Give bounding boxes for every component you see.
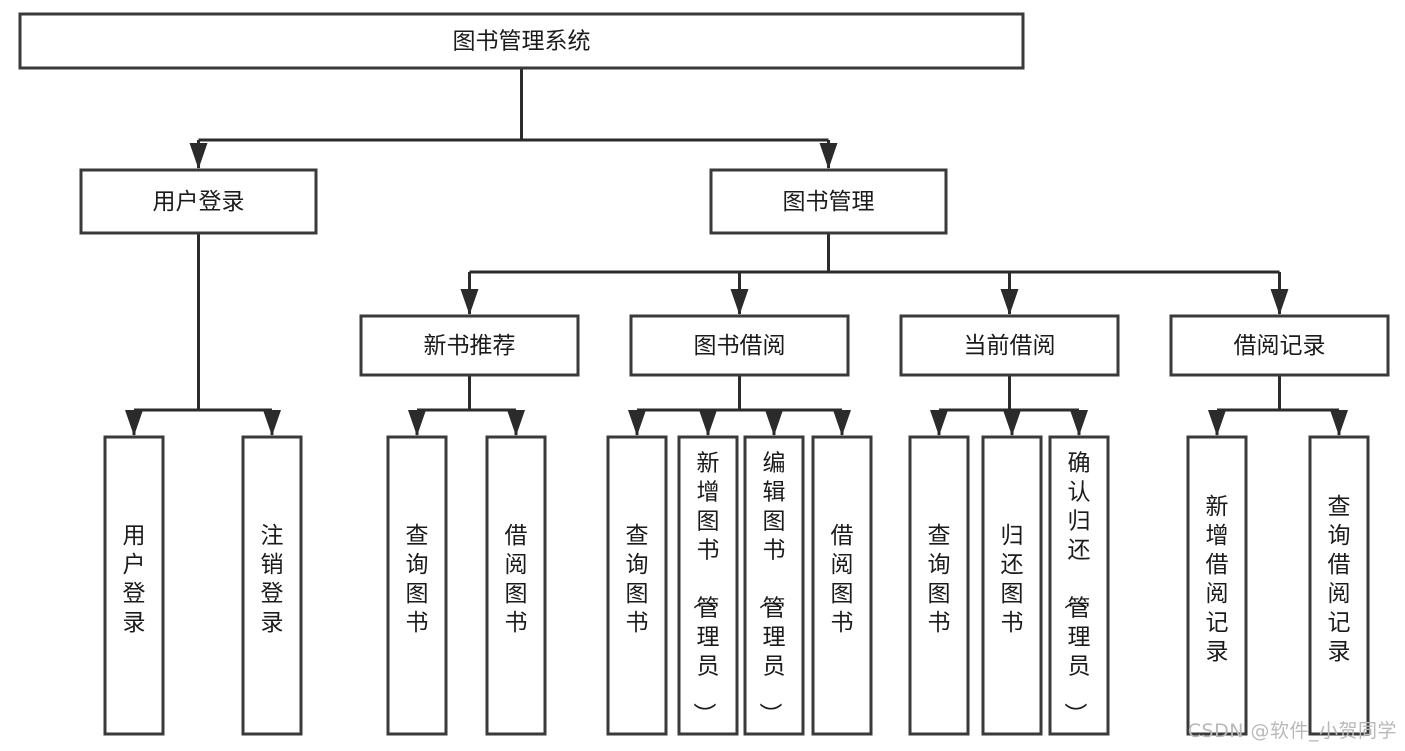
node-label: 新书推荐 [424,333,516,359]
node-label: 注销登录 [261,523,284,636]
arrow-head-icon [1000,289,1019,315]
node-查询图书-leaf-4[interactable]: 查询图书 [606,435,668,736]
arrow-head-icon [1270,289,1289,315]
node-用户登录-leaf-0[interactable]: 用户登录 [103,435,165,736]
node-label: 图书管理 [783,189,875,215]
arrow-head-icon [125,410,143,436]
arrow-head-icon [1070,410,1088,436]
node-layer: 图书管理系统用户登录图书管理新书推荐图书借阅当前借阅借阅记录用户登录注销登录查询… [18,12,1390,736]
arrow-head-icon [930,410,948,436]
arrow-head-icon [730,289,749,315]
node-查询图书-leaf-8[interactable]: 查询图书 [908,435,970,736]
node-label: 用户登录 [153,189,245,215]
connector-layer [125,68,1348,436]
arrow-head-icon [1003,410,1021,436]
node-label: 查询图书 [406,523,429,636]
arrow-head-icon [189,143,208,169]
arrow-head-icon [765,410,783,436]
node-新增借阅记录-leaf-11[interactable]: 新增借阅记录 [1186,435,1248,736]
node-编辑图书管理员-leaf-6[interactable]: 编辑图书（管理员） [743,435,805,736]
node-label: 编辑图书（管理员） [757,451,786,726]
node-图书管理系统-root[interactable]: 图书管理系统 [18,12,1025,70]
arrow-head-icon [460,289,479,315]
node-label: 图书管理系统 [453,29,591,55]
node-确认归还管理员-leaf-10[interactable]: 确认归还（管理员） [1048,435,1110,736]
arrow-head-icon [507,410,525,436]
node-label: 新增图书（管理员） [691,451,720,726]
csdn-watermark: CSDN @软件_小贺同学 [1187,720,1397,742]
node-label: 查询图书 [626,523,649,636]
node-当前借阅-level3[interactable]: 当前借阅 [899,314,1120,377]
node-查询借阅记录-leaf-12[interactable]: 查询借阅记录 [1308,435,1370,736]
node-图书管理-level2[interactable]: 图书管理 [709,168,948,235]
arrow-head-icon [408,410,426,436]
arrow-head-icon [263,410,281,436]
arrow-head-icon [699,410,717,436]
arrow-head-icon [819,143,838,169]
node-label: 借阅图书 [831,523,854,636]
node-label: 借阅记录 [1234,333,1326,359]
node-归还图书-leaf-9[interactable]: 归还图书 [981,435,1043,736]
node-新书推荐-level3[interactable]: 新书推荐 [359,314,580,377]
node-label: 图书借阅 [694,333,786,359]
node-注销登录-leaf-1[interactable]: 注销登录 [241,435,303,736]
arrow-head-icon [1330,410,1348,436]
arrow-head-icon [628,410,646,436]
node-用户登录-level2[interactable]: 用户登录 [79,168,318,235]
node-查询图书-leaf-2[interactable]: 查询图书 [386,435,448,736]
node-借阅图书-leaf-3[interactable]: 借阅图书 [485,435,547,736]
node-label: 确认归还（管理员） [1062,451,1091,726]
node-label: 用户登录 [123,523,146,636]
node-借阅记录-level3[interactable]: 借阅记录 [1169,314,1390,377]
node-新增图书管理员-leaf-5[interactable]: 新增图书（管理员） [677,435,739,736]
node-label: 查询借阅记录 [1328,494,1351,665]
node-label: 归还图书 [1001,523,1024,636]
node-label: 查询图书 [928,523,951,636]
arrow-head-icon [833,410,851,436]
node-label: 新增借阅记录 [1206,494,1229,665]
node-label: 借阅图书 [505,523,528,636]
arrow-head-icon [1208,410,1226,436]
node-label: 当前借阅 [964,333,1056,359]
node-图书借阅-level3[interactable]: 图书借阅 [629,314,850,377]
node-借阅图书-leaf-7[interactable]: 借阅图书 [811,435,873,736]
